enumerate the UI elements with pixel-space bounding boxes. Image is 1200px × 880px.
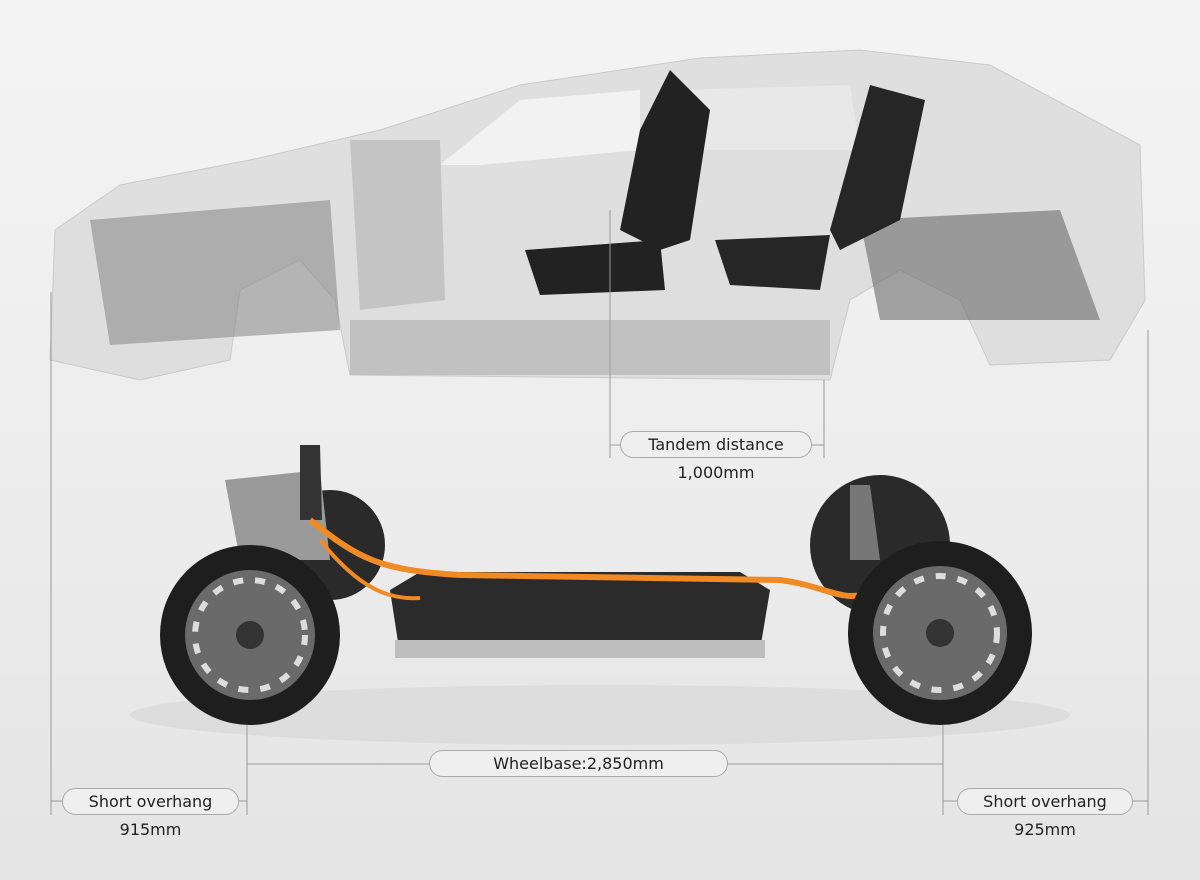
tandem-distance-value: 1,000mm [677,463,755,482]
rear-overhang-value: 925mm [1014,820,1076,839]
front-overhang-value: 915mm [119,820,182,839]
rear-seat [715,85,925,290]
front-wheel [160,545,340,725]
rear-overhang-label: Short overhang [957,788,1133,815]
tandem-distance-label: Tandem distance [620,431,812,458]
wheelbase-label: Wheelbase:2,850mm [429,750,728,777]
chassis [130,445,1070,745]
rear-wheel [848,541,1032,725]
car-body-cutaway [49,49,1146,381]
front-overhang-label: Short overhang [62,788,239,815]
front-seat [525,70,710,295]
